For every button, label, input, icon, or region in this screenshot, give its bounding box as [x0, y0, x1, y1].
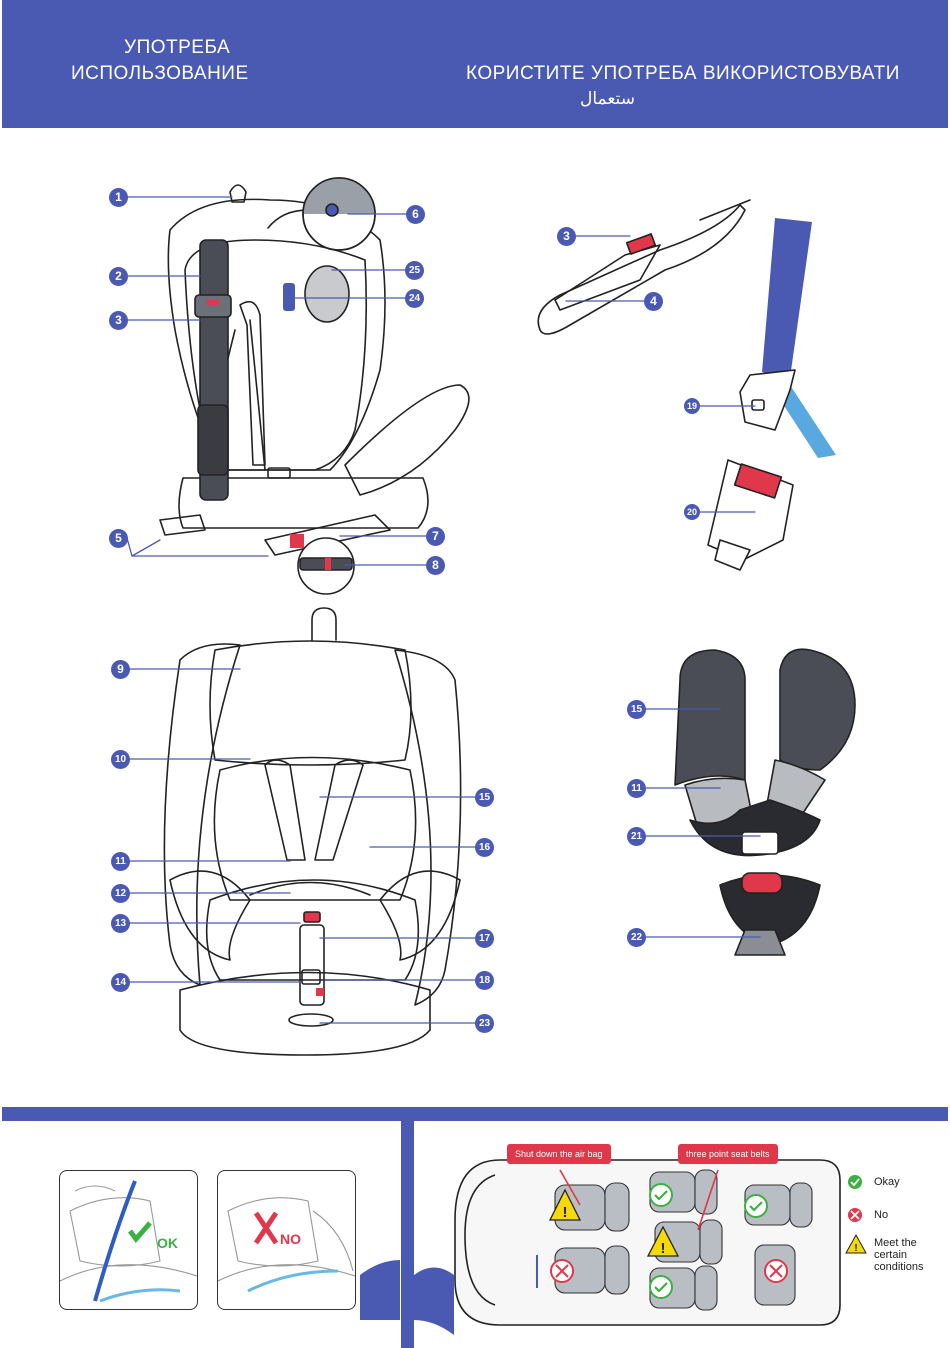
svg-text:!: ! — [854, 1243, 857, 1254]
callout-right-3: 3 — [557, 227, 576, 246]
no-label: NO — [280, 1231, 301, 1247]
callout-5: 5 — [109, 529, 128, 548]
callout-21: 21 — [627, 827, 646, 846]
callout-15: 15 — [475, 788, 494, 807]
tag-airbag: Shut down the air bag — [507, 1144, 611, 1164]
tag-seat-belts: three point seat belts — [678, 1144, 778, 1164]
callout-1: 1 — [109, 188, 128, 207]
callout-12: 12 — [111, 884, 130, 903]
svg-text:!: ! — [563, 1204, 568, 1221]
legend-okay-label: Okay — [874, 1176, 900, 1189]
callout-8: 8 — [426, 556, 445, 575]
callout-16: 16 — [475, 838, 494, 857]
callout-17: 17 — [475, 929, 494, 948]
callout-20: 20 — [684, 504, 700, 520]
callout-10: 10 — [111, 750, 130, 769]
legend-conditions-line3: conditions — [874, 1261, 924, 1274]
seat-front-illustration — [164, 608, 460, 1055]
callout-25: 25 — [405, 261, 424, 280]
callout-right-4: 4 — [644, 292, 663, 311]
callout-6: 6 — [406, 205, 425, 224]
callout-19: 19 — [684, 398, 700, 414]
callout-2: 2 — [109, 267, 128, 286]
section-divider — [2, 1107, 948, 1121]
legend-no-label: No — [874, 1209, 888, 1222]
callout-23: 23 — [475, 1014, 494, 1033]
callout-24: 24 — [405, 289, 424, 308]
ok-label: OK — [157, 1235, 178, 1251]
callout-right-15: 15 — [627, 700, 646, 719]
callout-7: 7 — [426, 527, 445, 546]
section-divider-vertical — [401, 1107, 414, 1348]
callout-18: 18 — [475, 971, 494, 990]
callout-3: 3 — [109, 311, 128, 330]
svg-text:!: ! — [661, 1240, 666, 1257]
callout-right-11: 11 — [627, 779, 646, 798]
callout-22: 22 — [627, 928, 646, 947]
callout-13: 13 — [111, 914, 130, 933]
callout-14: 14 — [111, 973, 130, 992]
callout-9: 9 — [111, 660, 130, 679]
callout-11: 11 — [111, 852, 130, 871]
panel-incorrect-install: NO — [217, 1170, 356, 1310]
panel-correct-install: OK — [59, 1170, 198, 1310]
